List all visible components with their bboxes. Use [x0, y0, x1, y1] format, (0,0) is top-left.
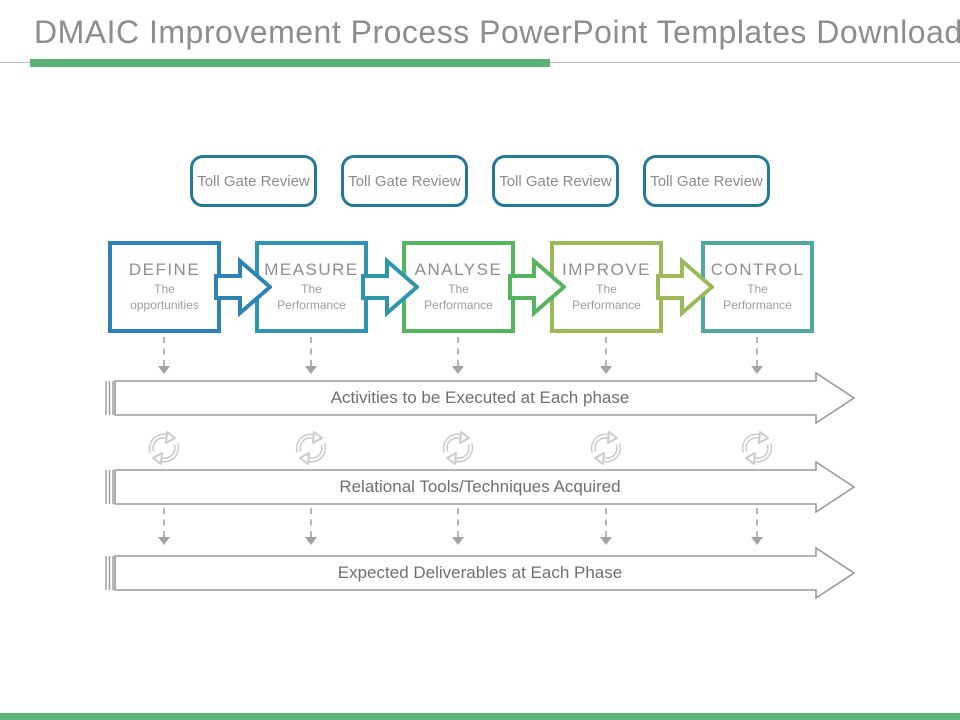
toll-gate-label: Toll Gate Review: [348, 172, 461, 190]
flow-bar-deliverables-label: Expected Deliverables at Each Phase: [337, 563, 623, 582]
phase-sub-line2: opportunities: [130, 298, 199, 312]
dashed-down-arrow-icon: [157, 337, 171, 375]
flow-bar-activities: [105, 372, 856, 424]
flow-bar-tools: [105, 461, 856, 513]
phase-sub-line2: Performance: [424, 298, 493, 312]
phase-name: IMPROVE: [562, 260, 651, 280]
toll-gate-review-box-4: Toll Gate Review: [643, 155, 770, 207]
page-title: DMAIC Improvement Process PowerPoint Tem…: [34, 14, 960, 50]
refresh-icon: [295, 431, 327, 465]
right-block-arrow-icon: [508, 257, 566, 317]
phase-box-control: CONTROL The Performance: [701, 241, 814, 333]
bottom-accent-bar: [0, 713, 960, 720]
flow-bar-tools-label: Relational Tools/Techniques Acquired: [339, 477, 621, 496]
dashed-down-arrow-icon: [750, 508, 764, 546]
dashed-down-arrow-icon: [750, 337, 764, 375]
dashed-down-arrow-icon: [599, 337, 613, 375]
flow-bar-deliverables: [105, 547, 856, 599]
phase-box-define: DEFINE The opportunities: [108, 241, 221, 333]
phase-sub-line2: Performance: [723, 298, 792, 312]
phase-sub-line1: The: [596, 282, 617, 297]
phase-name: ANALYSE: [414, 260, 503, 280]
refresh-icon: [741, 431, 773, 465]
toll-gate-label: Toll Gate Review: [650, 172, 763, 190]
flow-bar-activities-label: Activities to be Executed at Each phase: [330, 388, 630, 407]
phase-sub-line2: Performance: [277, 298, 346, 312]
dashed-down-arrow-icon: [304, 508, 318, 546]
refresh-icon: [590, 431, 622, 465]
dashed-down-arrow-icon: [599, 508, 613, 546]
phase-name: CONTROL: [710, 260, 805, 280]
dashed-down-arrow-icon: [304, 337, 318, 375]
dashed-down-arrow-icon: [157, 508, 171, 546]
phase-sub-line1: The: [747, 282, 768, 297]
right-block-arrow-icon: [214, 257, 272, 317]
title-accent-bar: [30, 59, 550, 67]
right-block-arrow-icon: [361, 257, 419, 317]
phase-name: DEFINE: [128, 260, 201, 280]
phase-sub-line1: The: [154, 282, 175, 297]
dashed-down-arrow-icon: [451, 337, 465, 375]
toll-gate-review-box-2: Toll Gate Review: [341, 155, 468, 207]
right-block-arrow-icon: [656, 257, 714, 317]
phase-sub-line2: Performance: [572, 298, 641, 312]
phase-box-improve: IMPROVE The Performance: [550, 241, 663, 333]
toll-gate-label: Toll Gate Review: [197, 172, 310, 190]
refresh-icon: [442, 431, 474, 465]
refresh-icon: [148, 431, 180, 465]
toll-gate-review-box-3: Toll Gate Review: [492, 155, 619, 207]
dashed-down-arrow-icon: [451, 508, 465, 546]
toll-gate-review-box-1: Toll Gate Review: [190, 155, 317, 207]
phase-sub-line1: The: [301, 282, 322, 297]
phase-sub-line1: The: [448, 282, 469, 297]
toll-gate-label: Toll Gate Review: [499, 172, 612, 190]
phase-name: MEASURE: [264, 260, 359, 280]
